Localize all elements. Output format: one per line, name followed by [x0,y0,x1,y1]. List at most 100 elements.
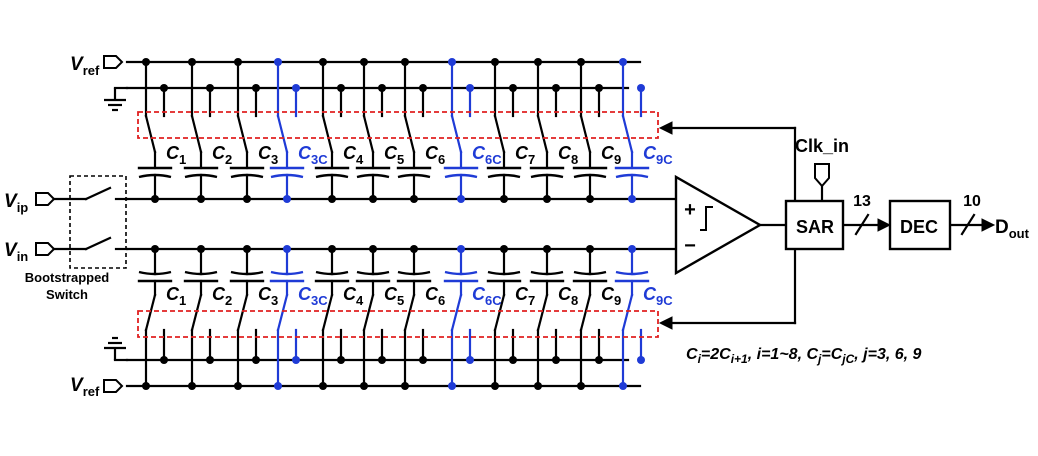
junction-dot [466,84,474,92]
junction-dot [595,84,603,92]
junction-dot [491,58,499,66]
junction-dot [457,195,465,203]
bottom-plate-switch [362,114,375,154]
bottom-plate-switch [450,114,463,154]
capacitor-label-top: C3 [258,143,278,167]
junction-dot [628,245,636,253]
ground-top-icon [104,88,126,112]
junction-dot [500,195,508,203]
junction-dot [197,195,205,203]
bootstrapped-switch-box [69,175,127,269]
capacitor-label-bottom: C7 [515,284,535,308]
junction-dot [378,356,386,364]
junction-dot [534,382,542,390]
bottom-plate-switch [236,114,249,154]
vref-top-label: Vref [70,54,100,78]
vip-port [35,192,56,206]
switch-control-box-bottom [137,310,659,338]
junction-dot [619,382,627,390]
junction-dot [160,84,168,92]
bottom-plate-switch [536,114,549,154]
bottom-plate-switch [276,114,289,154]
bottom-plate-switch [579,293,592,332]
junction-dot [552,84,560,92]
junction-dot [151,195,159,203]
bottom-plate-switch [144,293,157,332]
capacitor-label-top: C5 [384,143,404,167]
capacitor-label-bottom: C9C [643,284,673,308]
junction-dot [509,356,517,364]
capacitor-label-bottom: C6 [425,284,445,308]
junction-dot [206,356,214,364]
mark-layer: C1C1C2C2C3C3C3CC3CC4C4C5C5C6C6C6CC6CC7C7… [35,55,996,393]
junction-dot [274,382,282,390]
bottom-plate-switch [621,114,634,154]
capacitor-label-bottom: C9 [601,284,621,308]
junction-dot [543,245,551,253]
junction-dot [369,195,377,203]
capacitor-label-bottom: C3C [298,284,328,308]
switch-blade-positive [84,186,112,201]
junction-dot [292,356,300,364]
junction-dot [337,356,345,364]
bus-width-13: 13 [853,193,871,210]
bottom-plate-switch [190,114,203,154]
junction-dot [369,245,377,253]
capacitor-label-bottom: C5 [384,284,404,308]
capacitor-label-top: C7 [515,143,535,167]
sar-label: SAR [796,217,834,237]
vip-label: Vip [4,191,28,215]
junction-dot [637,356,645,364]
feedback-arrow-top [658,121,673,135]
junction-dot [448,58,456,66]
junction-dot [410,245,418,253]
switch-blade-negative [84,236,112,251]
comparator-plus: + [684,199,696,221]
sar-block [784,199,845,251]
junction-dot [360,58,368,66]
bottom-plate-switch [403,114,416,154]
junction-dot [543,195,551,203]
bottom-plate-switch [276,293,289,332]
junction-dot [360,382,368,390]
junction-dot [628,195,636,203]
junction-dot [577,382,585,390]
junction-dot [378,84,386,92]
junction-dot [328,195,336,203]
vref-top-port [103,55,124,69]
junction-dot [595,356,603,364]
junction-dot [337,84,345,92]
capacitor-label-bottom: C3 [258,284,278,308]
capacitor-label-top: C2 [212,143,232,167]
capacitor-label-top: C6C [472,143,502,167]
junction-dot [534,58,542,66]
capacitor-label-bottom: C2 [212,284,232,308]
bottom-plate-switch [403,293,416,332]
junction-dot [552,356,560,364]
junction-dot [234,58,242,66]
junction-dot [319,58,327,66]
capacitor-label-top: C1 [166,143,186,167]
bus-arrow-dec [877,218,892,232]
junction-dot [419,84,427,92]
capacitor-label-top: C9C [643,143,673,167]
junction-dot [401,58,409,66]
bottom-plate-switch [321,114,334,154]
switch-label-line1: Bootstrapped [25,270,110,285]
vin-label: Vin [4,240,28,264]
junction-dot [252,84,260,92]
bottom-plate-switch [579,114,592,154]
bottom-plate-switch [321,293,334,332]
junction-dot [448,382,456,390]
capacitor-relation-equation: Ci=2Ci+1, i=1~8, Cj=CjC, j=3, 6, 9 [686,346,922,366]
vref-bottom-port [103,379,124,393]
junction-dot [457,245,465,253]
capacitor-label-bottom: C4 [343,284,364,308]
capacitor-label-top: C6 [425,143,445,167]
junction-dot [283,195,291,203]
bus-slash-13 [854,213,870,236]
junction-dot [419,356,427,364]
clock-label: Clk_in [795,136,849,156]
ground-bottom-icon [104,336,126,360]
capacitor-label-bottom: C1 [166,284,186,308]
